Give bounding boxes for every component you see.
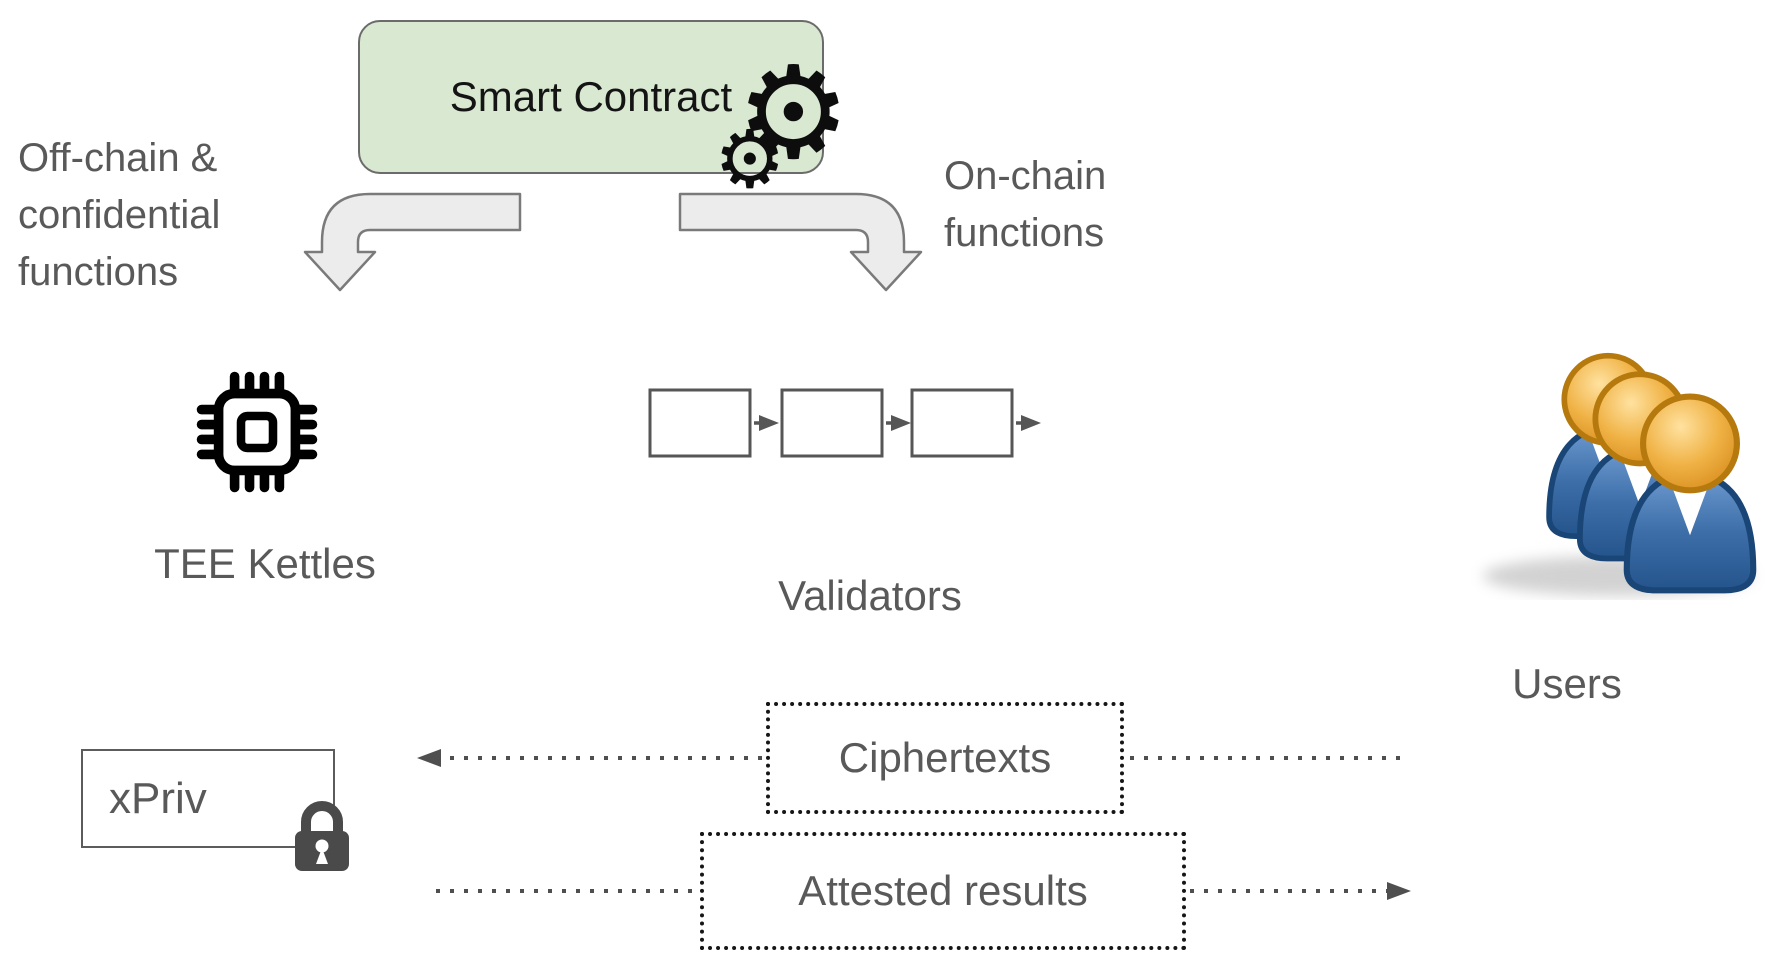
down-arrow-left — [303, 192, 522, 292]
ciphertexts-box: Ciphertexts — [766, 702, 1124, 814]
down-arrow-right — [678, 192, 923, 292]
on-chain-label: On-chain functions — [944, 154, 1107, 255]
gear-large-icon: ⚙ — [736, 42, 851, 185]
user-front — [1623, 393, 1757, 594]
attested-results-box: Attested results — [700, 832, 1186, 950]
tee-kettles-label: TEE Kettles — [154, 540, 376, 587]
validator-block — [648, 388, 752, 458]
xpriv-key-box: xPriv — [81, 749, 335, 848]
xpriv-label: xPriv — [109, 773, 207, 823]
cpu-chip-icon — [196, 371, 318, 493]
validator-block — [910, 388, 1014, 458]
ciphertexts-label: Ciphertexts — [838, 734, 1052, 781]
users-label: Users — [1512, 660, 1622, 707]
gear-small-icon: ⚙ — [714, 115, 786, 204]
lock-icon — [295, 801, 349, 871]
validators-label: Validators — [778, 572, 962, 619]
users-icon — [1483, 352, 1757, 596]
smart-contract-node: Smart Contract — [358, 20, 824, 174]
off-chain-label: Off-chain & confidential functions — [18, 136, 221, 294]
validator-block — [780, 388, 884, 458]
attested-results-label: Attested results — [798, 867, 1088, 914]
smart-contract-label: Smart Contract — [449, 73, 733, 120]
